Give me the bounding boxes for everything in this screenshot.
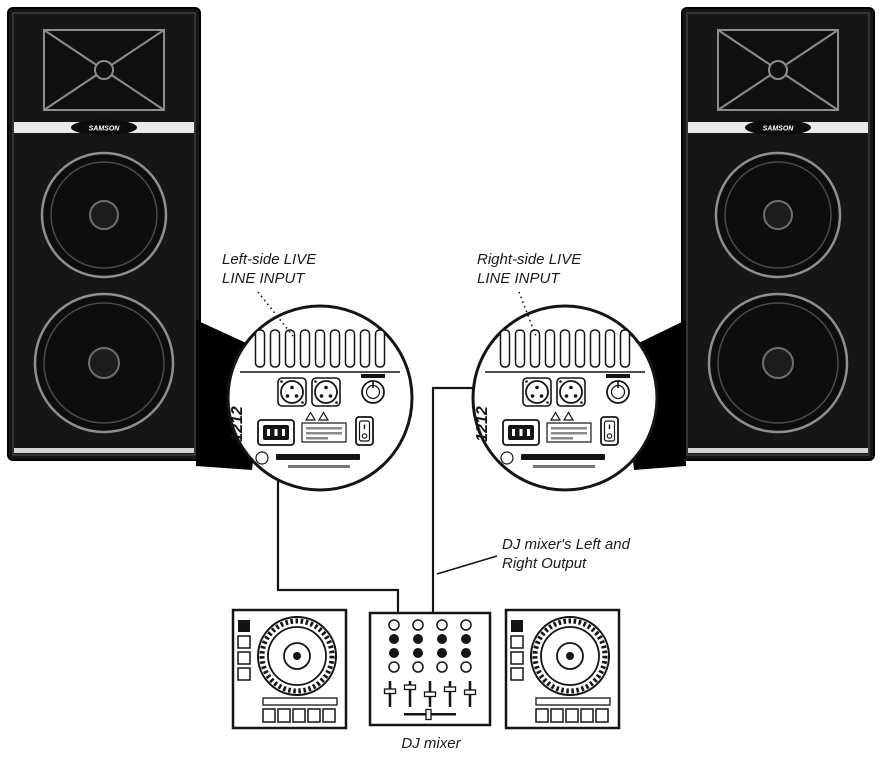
right-speaker: SAMSON xyxy=(681,7,875,461)
left-rear-panel-inset: 1212 xyxy=(226,304,414,492)
right-speaker-cable xyxy=(431,386,474,616)
woofer-bottom xyxy=(33,292,175,434)
brand-text: SAMSON xyxy=(89,126,121,133)
jog-wheel-icon xyxy=(530,616,610,696)
xlr-line-input-right-icon xyxy=(311,377,341,407)
model-number: 1212 xyxy=(474,406,491,442)
hot-cue-buttons xyxy=(237,620,251,681)
hot-cue-buttons xyxy=(510,620,524,681)
output-label-line1: DJ mixer's Left and xyxy=(502,536,631,553)
left-speaker: SAMSON xyxy=(7,7,201,461)
xlr-line-input-left-icon xyxy=(522,377,552,407)
xlr-line-input-right-icon xyxy=(556,377,586,407)
channel-faders xyxy=(383,681,477,707)
cabinet-base-trim xyxy=(14,448,194,453)
left-speaker-cable xyxy=(276,480,400,616)
power-switch-icon xyxy=(355,416,374,446)
woofer-bottom xyxy=(707,292,849,434)
brand-logo: SAMSON xyxy=(14,119,194,136)
power-inlet-icon xyxy=(502,419,540,446)
power-inlet-icon xyxy=(257,419,295,446)
xlr-line-input-left-icon xyxy=(277,377,307,407)
output-label-line2: Right Output xyxy=(502,555,587,572)
left-input-label-line1: Left-side LIVE xyxy=(222,251,317,268)
warning-label xyxy=(301,411,347,443)
right-input-label-line1: Right-side LIVE xyxy=(477,251,582,268)
warning-label xyxy=(546,411,592,443)
left-input-label-line2: LINE INPUT xyxy=(222,270,306,287)
level-knob-icon xyxy=(361,374,385,404)
mixer-knobs xyxy=(388,619,472,673)
pad-buttons xyxy=(535,697,611,723)
dj-controller-left xyxy=(231,608,348,730)
heatsink-fins-icon xyxy=(499,329,631,368)
woofer-top xyxy=(40,151,168,279)
right-input-label-line2: LINE INPUT xyxy=(477,270,561,287)
model-number: 1212 xyxy=(229,406,246,442)
level-knob-icon xyxy=(606,374,630,404)
spec-text-bars xyxy=(255,451,360,468)
right-rear-panel-inset: 1212 xyxy=(471,304,659,492)
tweeter-horn-icon xyxy=(43,29,165,111)
output-label-pointer xyxy=(436,555,498,575)
tweeter-horn-icon xyxy=(717,29,839,111)
heatsink-fins-icon xyxy=(254,329,386,368)
pad-buttons xyxy=(262,697,338,723)
crossfader xyxy=(404,708,456,721)
dj-controller-right xyxy=(504,608,621,730)
brand-logo: SAMSON xyxy=(688,119,868,136)
dj-mixer xyxy=(368,611,492,727)
cabinet-base-trim xyxy=(688,448,868,453)
power-switch-icon xyxy=(600,416,619,446)
jog-wheel-icon xyxy=(257,616,337,696)
woofer-top xyxy=(714,151,842,279)
spec-text-bars xyxy=(500,451,605,468)
dj-mixer-label: DJ mixer xyxy=(401,735,461,752)
brand-text: SAMSON xyxy=(763,126,795,133)
